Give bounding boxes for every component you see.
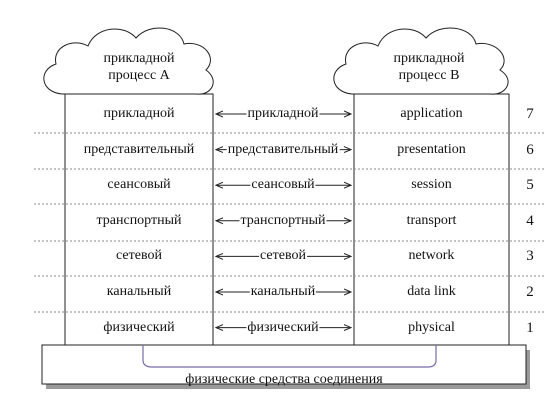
process-a-line2: процесс A [108, 68, 170, 83]
layer-label-a: канальный [106, 284, 172, 299]
protocol-label: прикладной [246, 106, 320, 122]
protocol-label: канальный [249, 284, 317, 300]
layer-label-a: сетевой [116, 248, 162, 264]
protocol-label: транспортный [239, 212, 327, 229]
layer-number: 2 [526, 284, 534, 300]
cloud-b [333, 27, 509, 95]
cloud-a [43, 27, 214, 95]
medium-brace [142, 345, 437, 368]
layer-label-b: session [411, 177, 452, 193]
layer-label-b: presentation [397, 141, 466, 157]
process-b-label: прикладной процесс B [364, 50, 494, 84]
layer-number: 3 [526, 248, 534, 265]
physical-media-label: физические средства соединения [185, 372, 383, 387]
stack-b [353, 93, 510, 346]
protocol-label: сеансовый [250, 177, 316, 194]
layer-number: 7 [526, 106, 534, 122]
layer-label-a: физический [103, 319, 175, 335]
layer-label-b: application [400, 106, 463, 121]
layer-dividers [34, 132, 545, 313]
layer-label-a: транспортный [96, 212, 182, 228]
protocol-label: представительный [226, 141, 340, 158]
layer-label-b: data link [407, 284, 456, 299]
layer-number: 4 [526, 212, 534, 229]
layer-label-a: прикладной [103, 106, 175, 121]
layer-number: 5 [526, 177, 534, 194]
layer-label-a: представительный [83, 141, 195, 157]
layer-number: 6 [526, 141, 534, 158]
physical-media-box [41, 344, 527, 385]
layer-label-b: transport [406, 212, 457, 228]
layer-label-b: network [408, 248, 455, 264]
layer-label-a: сеансовый [107, 177, 171, 193]
protocol-label: физический [246, 319, 320, 336]
process-b-line2: процесс B [398, 68, 460, 83]
process-b-line1: прикладной [393, 51, 465, 66]
protocol-label: сетевой [259, 248, 307, 265]
layer-number: 1 [526, 319, 534, 336]
layer-label-b: physical [408, 319, 455, 335]
process-a-label: прикладной процесс A [74, 50, 204, 84]
process-a-line1: прикладной [103, 51, 175, 66]
